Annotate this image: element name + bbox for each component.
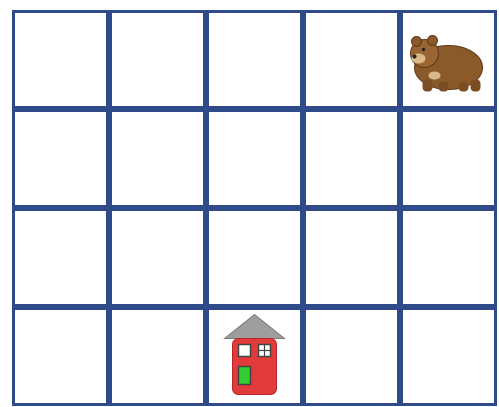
grid-cell-r3-c3[interactable] <box>305 309 399 405</box>
grid-cell-r0-c2[interactable] <box>208 12 302 108</box>
grid-cell-r2-c4[interactable] <box>402 210 496 306</box>
grid-cell-r2-c0[interactable] <box>14 210 108 306</box>
game-board <box>12 10 497 406</box>
grid-cell-r0-c0[interactable] <box>14 12 108 108</box>
grid-cell-r2-c1[interactable] <box>111 210 205 306</box>
grid-cell-r3-c1[interactable] <box>111 309 205 405</box>
grid-cell-r1-c4[interactable] <box>402 111 496 207</box>
grid-cell-r1-c1[interactable] <box>111 111 205 207</box>
grid-cell-r3-c4[interactable] <box>402 309 496 405</box>
grid-cell-r2-c3[interactable] <box>305 210 399 306</box>
grid-cell-r2-c2[interactable] <box>208 210 302 306</box>
grid-cell-r3-c0[interactable] <box>14 309 108 405</box>
grid-cell-r1-c3[interactable] <box>305 111 399 207</box>
grid-cell-r0-c1[interactable] <box>111 12 205 108</box>
grid-cell-r0-c3[interactable] <box>305 12 399 108</box>
grid-cell-r1-c2[interactable] <box>208 111 302 207</box>
grid-board-svg <box>12 10 497 406</box>
grid-cell-r1-c0[interactable] <box>14 111 108 207</box>
